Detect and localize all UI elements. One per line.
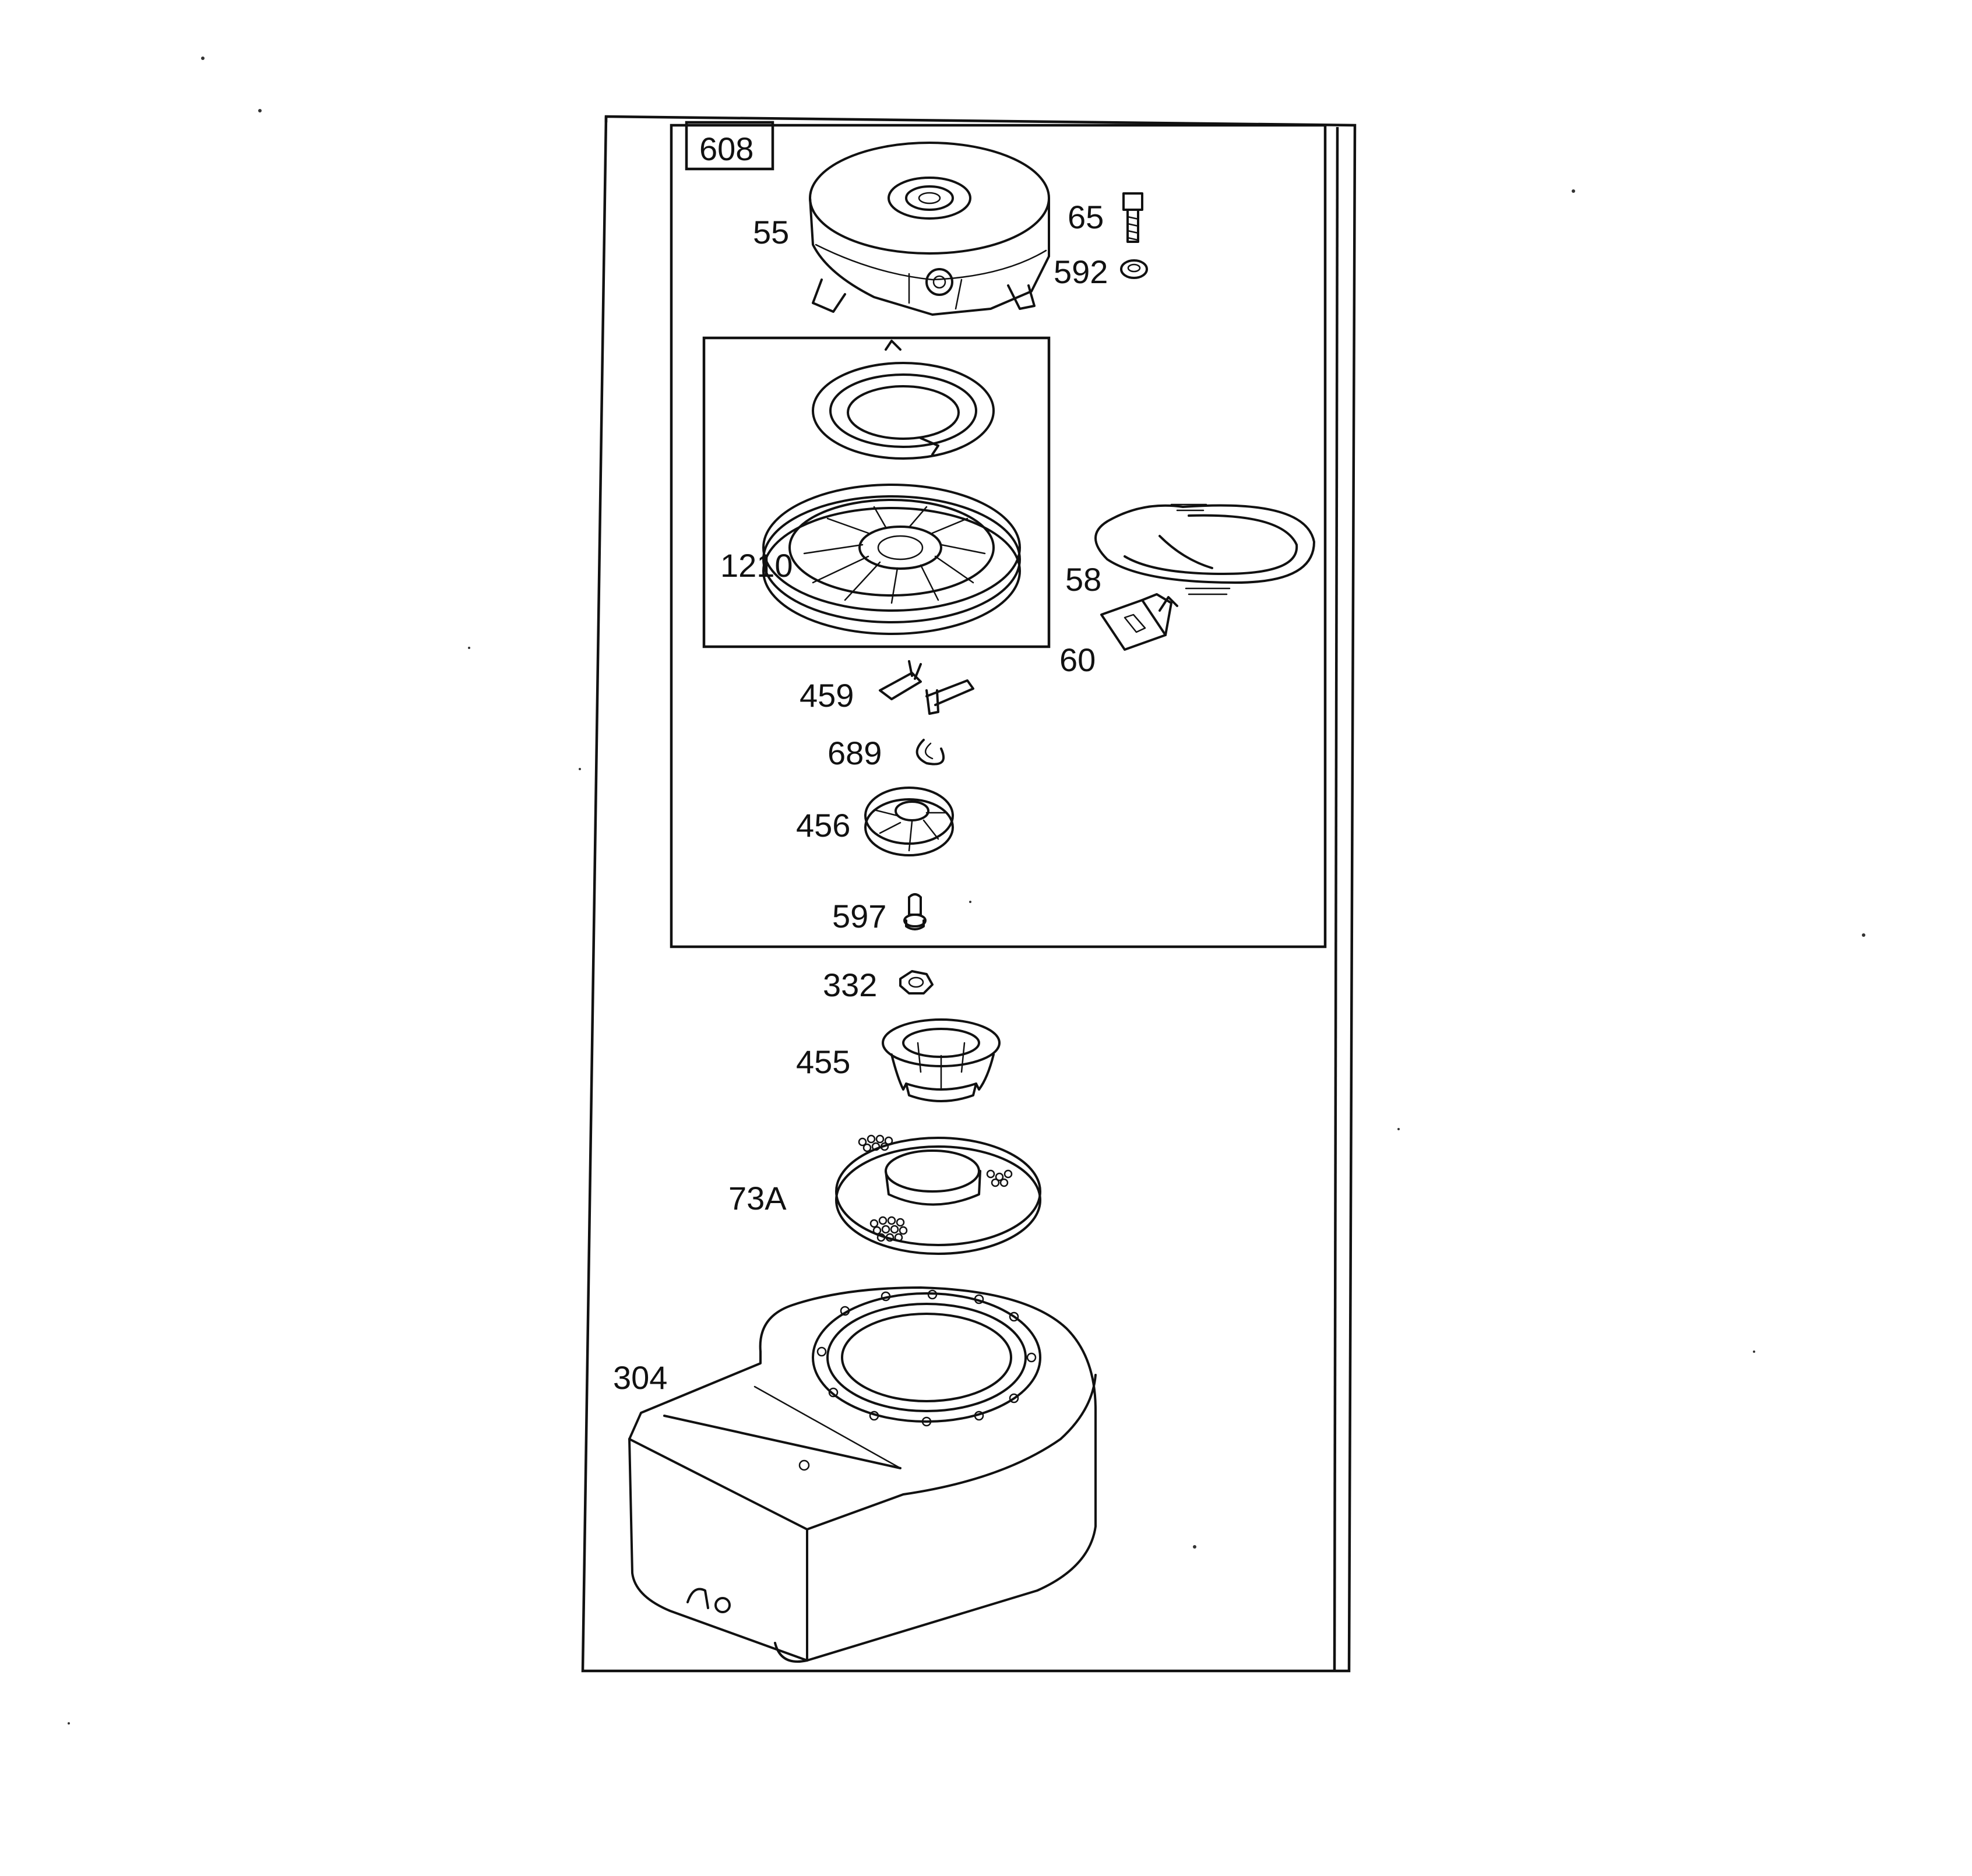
retainer-ring [915, 739, 945, 766]
starter-dog [879, 660, 974, 715]
lock-nut [1120, 259, 1148, 279]
starter-rope [1094, 503, 1315, 595]
starter-housing [809, 142, 1050, 316]
outer-frame [581, 115, 1357, 1673]
pawl-retainer [864, 787, 954, 856]
label-304: 304 [613, 1359, 667, 1396]
bolt-screw [1122, 192, 1143, 243]
center-screw [903, 893, 927, 930]
kit-ref-label: 608 [699, 131, 753, 167]
label-60: 60 [1059, 641, 1096, 678]
kit-frame: 608 [670, 121, 1327, 948]
label-455: 455 [796, 1043, 850, 1080]
part-labels: 55 65 592 1210 58 60 459 689 456 597 332… [613, 199, 1108, 1396]
label-65: 65 [1068, 199, 1104, 235]
rotating-screen [835, 1134, 1041, 1255]
label-55: 55 [753, 214, 789, 251]
label-1210: 1210 [720, 547, 793, 584]
label-73A: 73A [728, 1180, 787, 1216]
label-332: 332 [823, 967, 877, 1003]
scan-specks [68, 57, 1865, 1725]
blower-housing [628, 1286, 1097, 1663]
hex-nut [899, 970, 934, 995]
label-592: 592 [1054, 253, 1108, 290]
starter-pulley [762, 484, 1021, 635]
recoil-spring [812, 340, 995, 460]
label-58: 58 [1065, 561, 1101, 598]
starter-handle [1100, 593, 1178, 651]
pulley-kit-frame [702, 336, 1051, 648]
starter-cup [882, 1018, 1001, 1102]
label-597: 597 [832, 898, 886, 935]
label-689: 689 [827, 735, 882, 771]
label-456: 456 [796, 807, 850, 844]
label-459: 459 [800, 677, 854, 714]
